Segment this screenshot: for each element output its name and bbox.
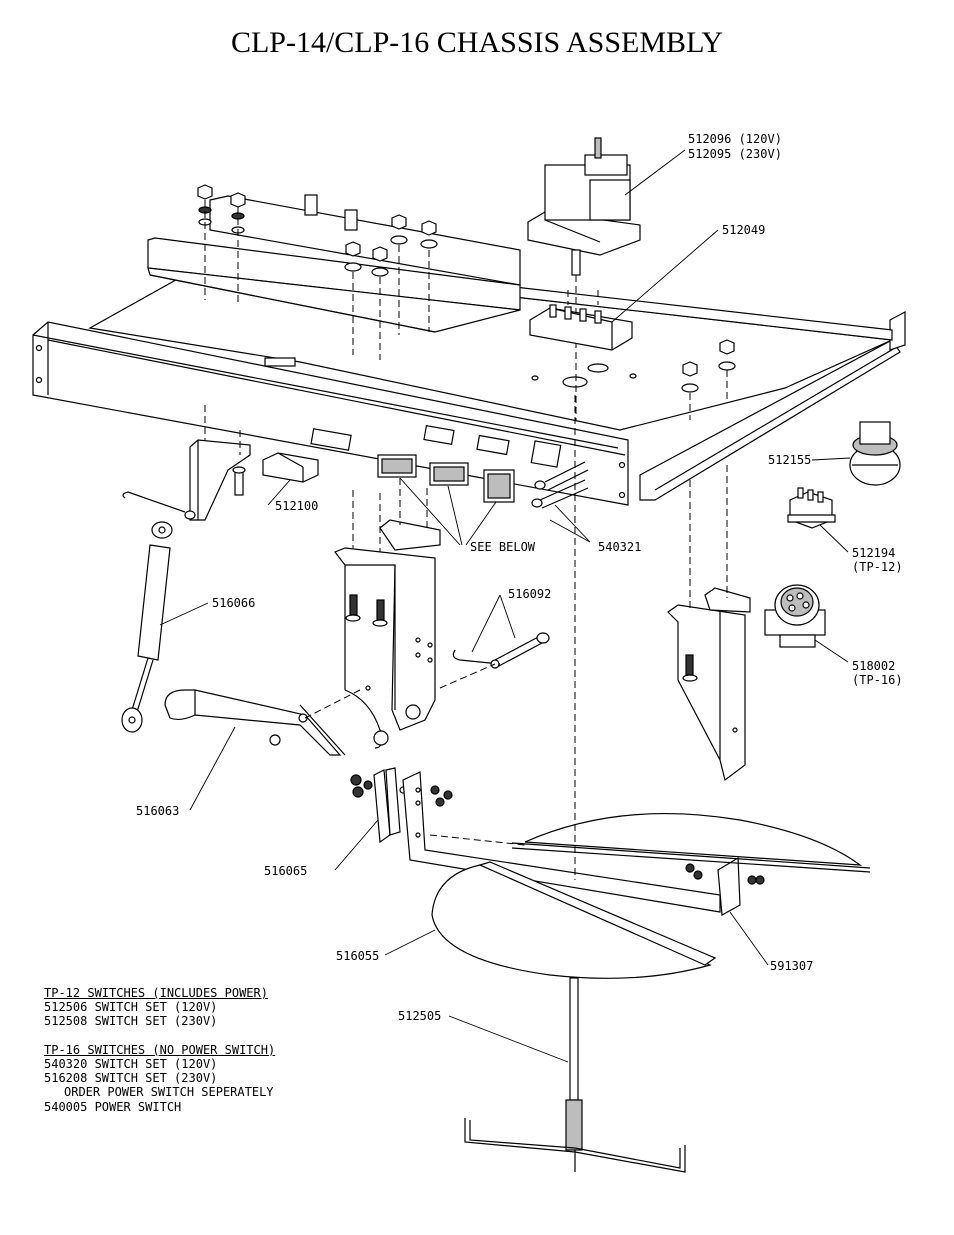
label-512194: 512194 <box>852 546 895 560</box>
page-title: CLP-14/CLP-16 CHASSIS ASSEMBLY <box>230 26 724 59</box>
motor-512096 <box>527 137 641 420</box>
paddle-disc-upper <box>511 812 871 873</box>
leader-512194 <box>819 524 849 553</box>
tp12-line-2: 512508 SWITCH SET (230V) <box>44 1014 218 1029</box>
magnet-512100 <box>262 452 319 483</box>
tp16-heading: TP-16 SWITCHES (NO POWER SWITCH) <box>44 1042 276 1057</box>
leader-591307 <box>729 911 769 966</box>
label-516055: 516055 <box>336 949 379 963</box>
leader-516055 <box>384 929 436 956</box>
tp12-heading: TP-12 SWITCHES (INCLUDES POWER) <box>44 986 268 1000</box>
label-512155: 512155 <box>768 453 811 467</box>
label-512096: 512096 (120V) <box>688 132 782 146</box>
tp16-line-4: 540005 POWER SWITCH <box>44 1099 182 1114</box>
hinge-bracket-left <box>189 405 251 521</box>
tp12-line-1: 512506 SWITCH SET (120V) <box>44 1000 218 1015</box>
support-bracket-right <box>667 465 751 782</box>
connector-518002 <box>764 584 826 648</box>
label-516065: 516065 <box>264 864 307 878</box>
label-512095: 512095 (230V) <box>688 147 782 161</box>
rocker-switches <box>377 454 515 503</box>
leader-540321-b <box>549 519 591 543</box>
label-516063: 516063 <box>136 804 179 818</box>
switch-notes: TP-12 SWITCHES (INCLUDES POWER) 512506 S… <box>44 986 275 1114</box>
leader-512505 <box>448 1015 569 1063</box>
leader-516092-a <box>471 594 501 653</box>
center-bracket <box>334 478 441 749</box>
label-540321: 540321 <box>598 540 641 554</box>
center-bracket-screws <box>345 594 388 627</box>
tp16-line-2: 516208 SWITCH SET (230V) <box>44 1071 218 1086</box>
label-512100: 512100 <box>275 499 318 513</box>
agitator-512505 <box>464 977 686 1173</box>
connector-512155 <box>849 421 901 486</box>
leader-512096 <box>624 149 686 196</box>
leader-switch-3 <box>465 501 497 546</box>
paddle-disc-516055 <box>431 395 717 979</box>
standoffs-540321 <box>531 461 589 509</box>
leader-516065 <box>334 819 379 871</box>
clip-pin <box>122 491 196 520</box>
leader-516063 <box>189 726 236 811</box>
label-518002: 518002 <box>852 659 895 673</box>
fastener-stack-3 <box>681 339 736 420</box>
label-512049: 512049 <box>722 223 765 237</box>
tp16-line-1: 540320 SWITCH SET (120V) <box>44 1057 218 1072</box>
label-518002-sub: (TP-16) <box>852 673 903 687</box>
leader-518002 <box>814 639 849 663</box>
switch-512194 <box>787 487 836 529</box>
pin-516092 <box>439 632 550 689</box>
terminal-block-512049 <box>529 290 633 351</box>
leader-516066 <box>159 602 209 626</box>
bracket-channel <box>147 194 521 333</box>
leader-512155 <box>811 457 851 461</box>
label-591307: 591307 <box>770 959 813 973</box>
label-512505: 512505 <box>398 1009 441 1023</box>
label-516092: 516092 <box>508 587 551 601</box>
leader-switch-2 <box>447 485 463 546</box>
gas-spring-516066 <box>121 521 173 733</box>
leader-516092-b <box>499 594 516 639</box>
fastener-stack-2 <box>344 214 438 360</box>
leader-512100 <box>267 479 291 506</box>
tp16-line-3: ORDER POWER SWITCH SEPERATELY <box>64 1085 274 1100</box>
channel-591307 <box>402 771 765 916</box>
leader-540321-a <box>554 504 591 543</box>
fastener-stack-1 <box>197 184 246 305</box>
leader-512049 <box>611 229 719 323</box>
label-512194-sub: (TP-12) <box>852 560 903 574</box>
leader-switch-1 <box>399 477 461 546</box>
label-see-below: SEE BELOW <box>470 540 536 554</box>
label-516066: 516066 <box>212 596 255 610</box>
arm-516063 <box>164 689 361 756</box>
